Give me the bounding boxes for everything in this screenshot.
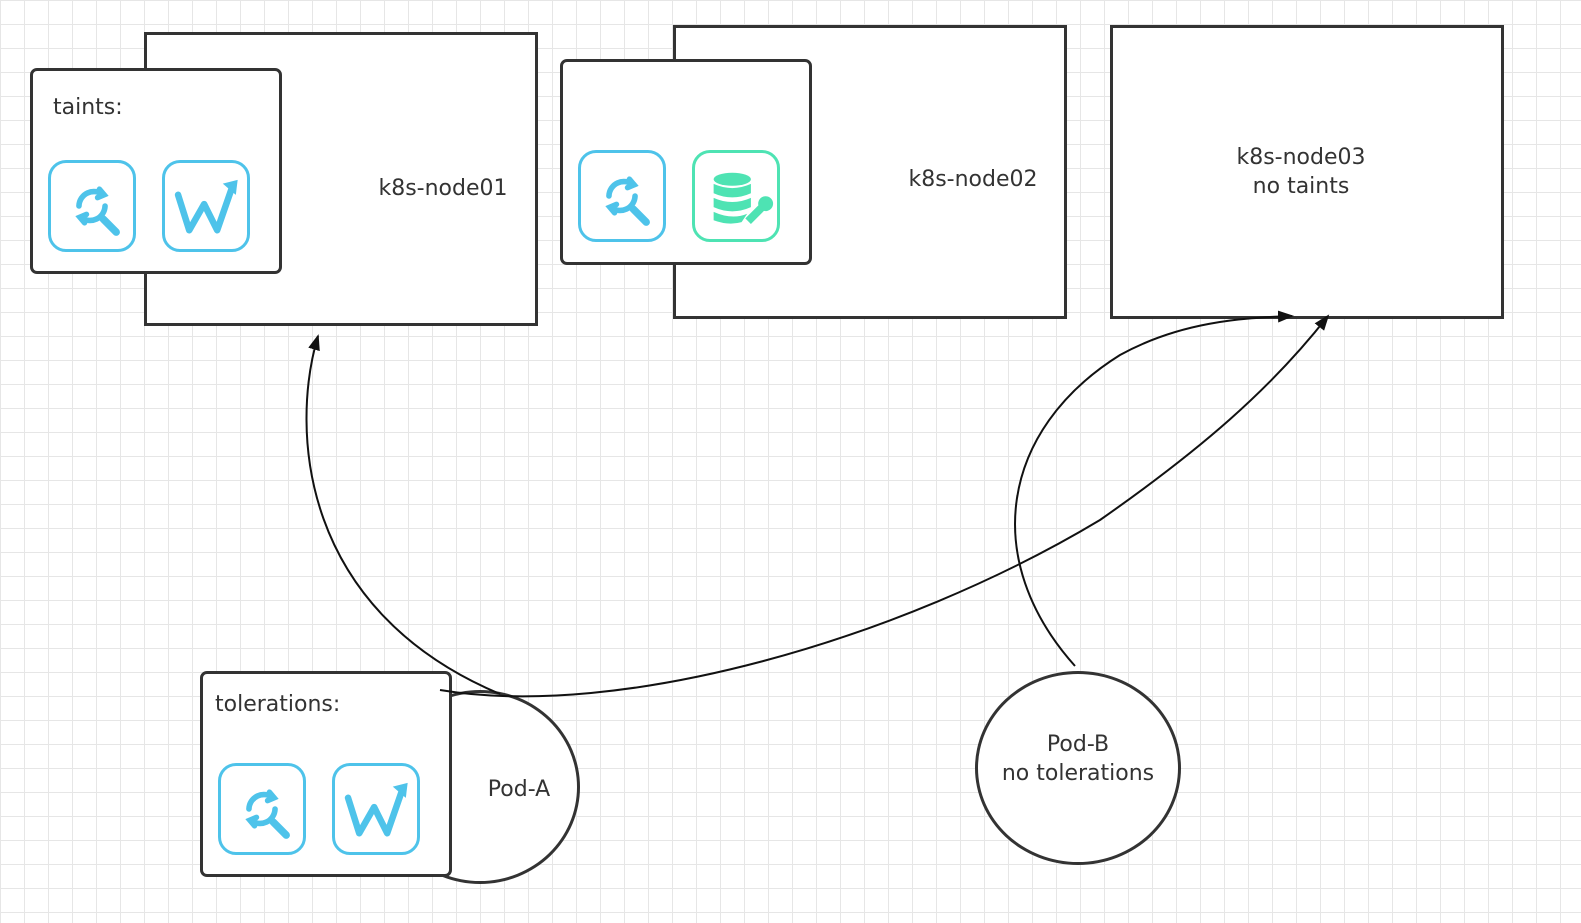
arrow-pod-a-to-node01 xyxy=(305,334,501,695)
w-trend-icon xyxy=(332,763,420,855)
database-wrench-icon xyxy=(692,150,780,242)
node02-label: k8s-node02 xyxy=(908,167,1038,192)
tolerations-title: tolerations: xyxy=(215,692,341,717)
search-sync-icon xyxy=(578,150,666,242)
search-sync-icon xyxy=(48,160,136,252)
w-trend-icon xyxy=(162,160,250,252)
node03-box[interactable] xyxy=(1110,25,1504,319)
pod-a-label: Pod-A xyxy=(487,777,551,802)
pod-b-label-line2: no tolerations xyxy=(1001,761,1155,786)
node01-label: k8s-node01 xyxy=(378,176,508,201)
node03-label-line2: no taints xyxy=(1252,174,1350,199)
pod-b-label-line1: Pod-B xyxy=(1046,732,1110,757)
taints-title: taints: xyxy=(53,95,123,120)
arrow-pod-a-to-node03 xyxy=(439,314,1330,698)
node03-label-line1: k8s-node03 xyxy=(1236,145,1366,170)
search-sync-icon xyxy=(218,763,306,855)
arrow-pod-b-to-node03 xyxy=(1014,310,1294,667)
